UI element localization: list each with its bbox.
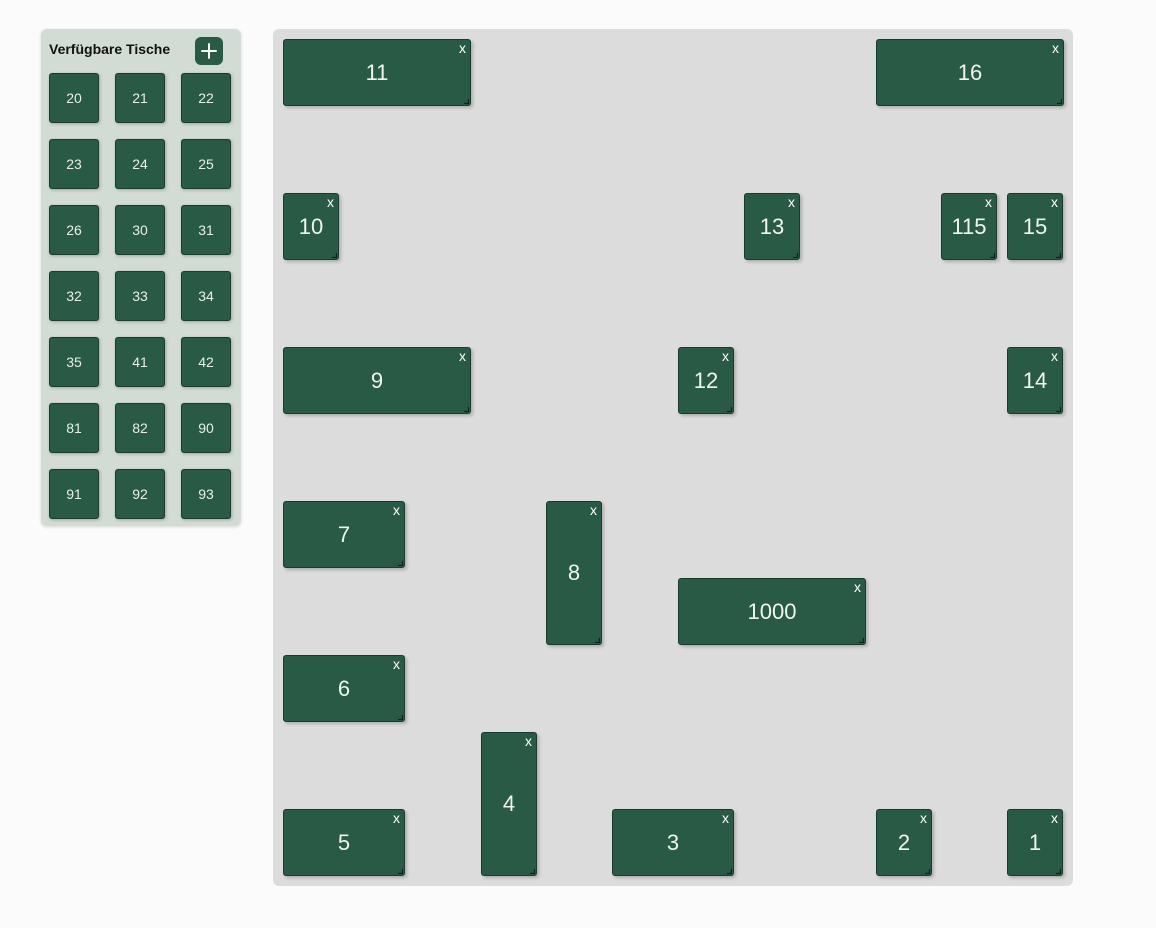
resize-grip-icon[interactable] — [792, 252, 798, 258]
table-number: 5 — [337, 829, 351, 855]
table-number: 3 — [666, 829, 680, 855]
remove-table-button[interactable]: x — [1051, 348, 1058, 364]
resize-grip-icon[interactable] — [1055, 252, 1061, 258]
available-table[interactable]: 90 — [181, 403, 231, 453]
remove-table-button[interactable]: x — [1052, 40, 1059, 56]
remove-table-button[interactable]: x — [985, 194, 992, 210]
table-number: 16 — [957, 59, 983, 85]
available-tables-panel: Verfügbare Tische 20 21 22 23 24 25 26 30 31 32 33… — [41, 29, 241, 526]
remove-table-button[interactable]: x — [459, 348, 466, 364]
resize-grip-icon[interactable] — [726, 406, 732, 412]
available-table[interactable]: 22 — [181, 73, 231, 123]
table-number: 1 — [1028, 829, 1042, 855]
available-table[interactable]: 92 — [115, 469, 165, 519]
available-table[interactable]: 30 — [115, 205, 165, 255]
table-number: 10 — [298, 213, 324, 239]
table-number: 13 — [759, 213, 785, 239]
resize-grip-icon[interactable] — [924, 868, 930, 874]
resize-grip-icon[interactable] — [989, 252, 995, 258]
table-number: 9 — [370, 367, 384, 393]
table-number: 15 — [1022, 213, 1048, 239]
floor-table[interactable]: 16 x — [876, 39, 1064, 106]
available-table[interactable]: 21 — [115, 73, 165, 123]
available-table[interactable]: 35 — [49, 337, 99, 387]
resize-grip-icon[interactable] — [397, 868, 403, 874]
table-number: 12 — [693, 367, 719, 393]
remove-table-button[interactable]: x — [393, 502, 400, 518]
remove-table-button[interactable]: x — [459, 40, 466, 56]
available-table[interactable]: 32 — [49, 271, 99, 321]
resize-grip-icon[interactable] — [594, 637, 600, 643]
resize-grip-icon[interactable] — [1055, 406, 1061, 412]
available-table[interactable]: 42 — [181, 337, 231, 387]
resize-grip-icon[interactable] — [1056, 98, 1062, 104]
remove-table-button[interactable]: x — [590, 502, 597, 518]
table-number: 8 — [567, 560, 581, 585]
table-number: 115 — [951, 213, 987, 239]
table-number: 14 — [1022, 367, 1048, 393]
resize-grip-icon[interactable] — [463, 98, 469, 104]
floor-table[interactable]: 11 x — [283, 39, 471, 106]
remove-table-button[interactable]: x — [1051, 810, 1058, 826]
available-table[interactable]: 34 — [181, 271, 231, 321]
remove-table-button[interactable]: x — [920, 810, 927, 826]
remove-table-button[interactable]: x — [393, 810, 400, 826]
available-table[interactable]: 33 — [115, 271, 165, 321]
resize-grip-icon[interactable] — [331, 252, 337, 258]
available-table[interactable]: 26 — [49, 205, 99, 255]
available-table[interactable]: 93 — [181, 469, 231, 519]
available-table[interactable]: 81 — [49, 403, 99, 453]
remove-table-button[interactable]: x — [722, 810, 729, 826]
panel-title: Verfügbare Tische — [49, 41, 171, 57]
table-number: 11 — [365, 59, 389, 85]
resize-grip-icon[interactable] — [397, 714, 403, 720]
table-number: 4 — [502, 791, 516, 816]
available-table[interactable]: 24 — [115, 139, 165, 189]
resize-grip-icon[interactable] — [726, 868, 732, 874]
floor-table[interactable]: 1000 x — [678, 578, 866, 645]
available-table[interactable]: 82 — [115, 403, 165, 453]
plus-icon — [201, 43, 217, 59]
available-table[interactable]: 20 — [49, 73, 99, 123]
table-number: 2 — [897, 829, 911, 855]
remove-table-button[interactable]: x — [327, 194, 334, 210]
remove-table-button[interactable]: x — [525, 733, 532, 749]
remove-table-button[interactable]: x — [722, 348, 729, 364]
resize-grip-icon[interactable] — [463, 406, 469, 412]
available-table[interactable]: 25 — [181, 139, 231, 189]
remove-table-button[interactable]: x — [393, 656, 400, 672]
available-tables-grid: 20 21 22 23 24 25 26 30 31 32 33 34 35 41 42 81 82 90 91 92… — [49, 73, 231, 519]
add-table-button[interactable] — [195, 37, 223, 65]
available-table[interactable]: 23 — [49, 139, 99, 189]
available-table[interactable]: 91 — [49, 469, 99, 519]
table-number: 1000 — [747, 598, 797, 624]
remove-table-button[interactable]: x — [854, 579, 861, 595]
floor-table[interactable]: 115 x — [941, 193, 997, 260]
resize-grip-icon[interactable] — [397, 560, 403, 566]
resize-grip-icon[interactable] — [529, 868, 535, 874]
remove-table-button[interactable]: x — [788, 194, 795, 210]
resize-grip-icon[interactable] — [1055, 868, 1061, 874]
available-table[interactable]: 41 — [115, 337, 165, 387]
table-number: 7 — [337, 521, 351, 547]
available-table[interactable]: 31 — [181, 205, 231, 255]
resize-grip-icon[interactable] — [858, 637, 864, 643]
remove-table-button[interactable]: x — [1051, 194, 1058, 210]
table-number: 6 — [337, 675, 351, 701]
